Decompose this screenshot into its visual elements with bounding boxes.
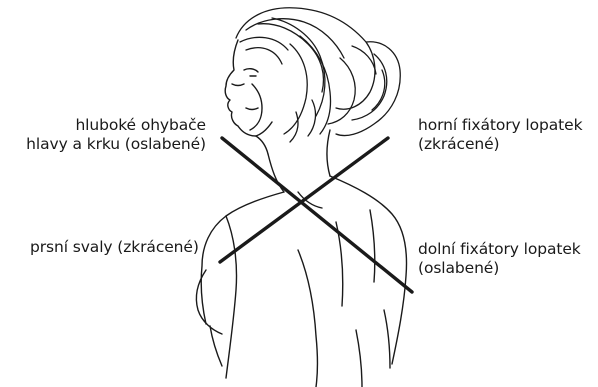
- label-upper-scapular-fixators: horní fixátory lopatek (zkrácené): [418, 116, 582, 154]
- label-deep-neck-flexors-line2: hlavy a krku (oslabené): [0, 135, 206, 154]
- label-pectoral-muscles: prsní svaly (zkrácené): [30, 238, 199, 257]
- label-pectoral-muscles-line1: prsní svaly (zkrácené): [30, 238, 199, 257]
- hair-drawing: [236, 8, 400, 142]
- label-lower-scapular-fixators-line1: dolní fixátory lopatek: [418, 240, 581, 259]
- crossing-lines: [220, 138, 412, 292]
- label-deep-neck-flexors: hluboké ohybače hlavy a krku (oslabené): [0, 116, 206, 154]
- label-upper-scapular-fixators-line1: horní fixátory lopatek: [418, 116, 582, 135]
- line-flexors-to-lower-fixators: [222, 138, 412, 292]
- label-deep-neck-flexors-line1: hluboké ohybače: [0, 116, 206, 135]
- head-profile-drawing: [225, 40, 330, 192]
- label-lower-scapular-fixators-line2: (oslabené): [418, 259, 581, 278]
- label-upper-scapular-fixators-line2: (zkrácené): [418, 135, 582, 154]
- label-lower-scapular-fixators: dolní fixátory lopatek (oslabené): [418, 240, 581, 278]
- torso-drawing: [196, 176, 406, 387]
